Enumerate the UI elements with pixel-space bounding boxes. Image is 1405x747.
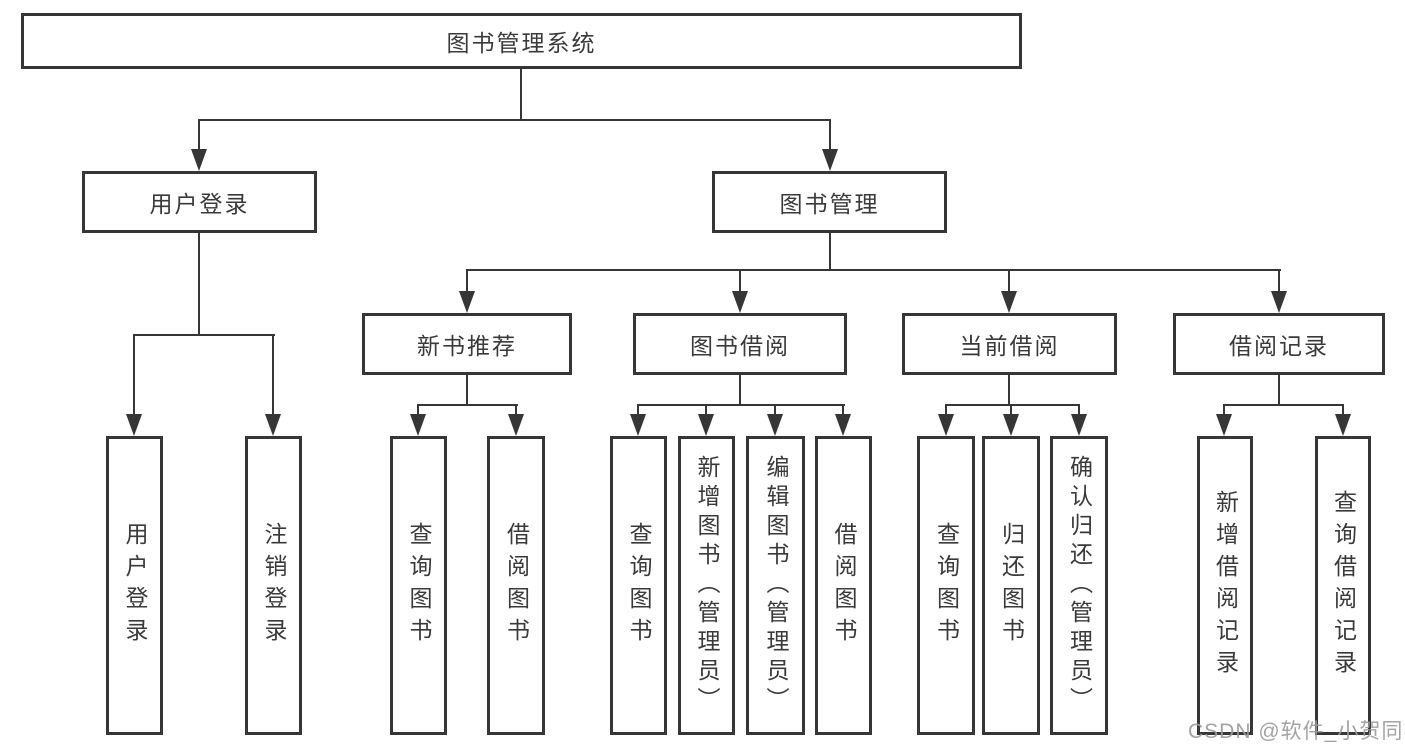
node-user-login-label: 用户登录 [149, 191, 250, 217]
leaf-borrow-books-recommend-label: 借阅图书 [503, 521, 530, 650]
connector-line [466, 269, 468, 295]
leaf-query-books-current-label: 查询图书 [933, 521, 960, 650]
node-root: 图书管理系统 [21, 13, 1022, 69]
connector-line [1008, 375, 1010, 406]
connector-line [842, 404, 844, 418]
arrow-down-icon [191, 149, 207, 171]
leaf-confirm-return-admin-label: 确认归还（管理员） [1066, 455, 1093, 716]
node-book-management: 图书管理 [712, 171, 947, 233]
leaf-edit-books-admin-label: 编辑图书（管理员） [763, 455, 789, 716]
leaf-borrow-books-label: 借阅图书 [831, 521, 857, 650]
connector-line [829, 233, 831, 271]
leaf-return-books-label: 归还图书 [998, 521, 1025, 650]
leaf-query-borrow-record-label: 查询借阅记录 [1330, 489, 1357, 682]
connector-line [1078, 404, 1080, 418]
arrow-down-icon [410, 414, 426, 436]
connector-line [1223, 404, 1225, 418]
arrow-down-icon [459, 291, 475, 313]
connector-line [133, 334, 275, 336]
arrow-down-icon [1071, 414, 1087, 436]
connector-line [1008, 269, 1010, 295]
arrow-down-icon [822, 149, 838, 171]
arrow-down-icon [1001, 291, 1017, 313]
arrow-down-icon [1003, 414, 1019, 436]
connector-line [466, 375, 468, 406]
arrow-down-icon [1335, 414, 1351, 436]
node-root-label: 图书管理系统 [446, 30, 597, 56]
arrow-down-icon [732, 291, 748, 313]
connector-line [1223, 404, 1344, 406]
connector-line [1278, 375, 1280, 406]
leaf-return-books: 归还图书 [982, 436, 1040, 735]
node-borrow-record: 借阅记录 [1173, 313, 1385, 375]
connector-line [272, 334, 274, 418]
connector-line [637, 404, 845, 406]
node-borrow-record-label: 借阅记录 [1229, 333, 1329, 359]
leaf-user-login: 用户登录 [106, 436, 163, 735]
arrow-down-icon [1271, 291, 1287, 313]
leaf-logout-label: 注销登录 [261, 521, 287, 650]
leaf-user-login-label: 用户登录 [122, 521, 148, 650]
leaf-edit-books-admin: 编辑图书（管理员） [746, 436, 805, 735]
leaf-borrow-books-recommend: 借阅图书 [487, 436, 545, 735]
connector-line [417, 404, 419, 418]
leaf-add-borrow-record: 新增借阅记录 [1197, 436, 1253, 735]
leaf-query-borrow-record: 查询借阅记录 [1315, 436, 1371, 735]
leaf-query-books-recommend: 查询图书 [390, 436, 447, 735]
leaf-logout: 注销登录 [245, 436, 302, 735]
connector-line [945, 404, 1080, 406]
arrow-down-icon [265, 414, 281, 436]
connector-line [774, 404, 776, 418]
arrow-down-icon [630, 414, 646, 436]
connector-line [198, 119, 831, 121]
node-new-book-recommend: 新书推荐 [362, 313, 572, 375]
connector-line [945, 404, 947, 418]
arrow-down-icon [508, 414, 524, 436]
connector-line [1010, 404, 1012, 418]
connector-line [1278, 269, 1280, 295]
node-current-borrow-label: 当前借阅 [959, 333, 1060, 359]
leaf-query-books-recommend-label: 查询图书 [406, 521, 432, 650]
leaf-confirm-return-admin: 确认归还（管理员） [1050, 436, 1108, 735]
leaf-query-books-current: 查询图书 [917, 436, 975, 735]
leaf-add-books-admin-label: 新增图书（管理员） [694, 455, 720, 716]
arrow-down-icon [126, 414, 142, 436]
node-book-management-label: 图书管理 [779, 191, 880, 217]
leaf-query-books-borrow: 查询图书 [610, 436, 667, 735]
connector-line [705, 404, 707, 418]
csdn-watermark: CSDN @软件_小贺同学 [1188, 720, 1405, 743]
connector-line [829, 119, 831, 155]
connector-line [515, 404, 517, 418]
connector-line [739, 269, 741, 295]
connector-line [739, 375, 741, 406]
leaf-query-books-borrow-label: 查询图书 [626, 521, 652, 650]
leaf-add-borrow-record-label: 新增借阅记录 [1212, 489, 1239, 682]
node-book-borrow-label: 图书借阅 [690, 333, 790, 359]
connector-line [1342, 404, 1344, 418]
arrow-down-icon [1216, 414, 1232, 436]
arrow-down-icon [698, 414, 714, 436]
leaf-add-books-admin: 新增图书（管理员） [678, 436, 735, 735]
connector-line [133, 334, 135, 418]
arrow-down-icon [835, 414, 851, 436]
arrow-down-icon [767, 414, 783, 436]
connector-line [198, 233, 200, 336]
node-user-login: 用户登录 [82, 171, 317, 233]
connector-line [637, 404, 639, 418]
connector-line [198, 119, 200, 155]
node-book-borrow: 图书借阅 [633, 313, 847, 375]
connector-line [520, 69, 522, 120]
connector-line [466, 269, 1281, 271]
leaf-borrow-books: 借阅图书 [815, 436, 872, 735]
connector-line [417, 404, 518, 406]
node-current-borrow: 当前借阅 [902, 313, 1117, 375]
arrow-down-icon [938, 414, 954, 436]
node-new-book-recommend-label: 新书推荐 [417, 333, 517, 359]
